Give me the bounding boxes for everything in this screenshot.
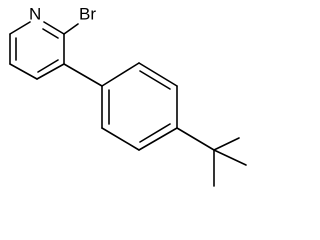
bond-p5-p6 [101, 127, 140, 151]
bond-pyridine-phenyl [63, 63, 103, 87]
double-bond-p2-p3-inner [139, 70, 171, 90]
biaryl-bond [63, 63, 103, 87]
bond-c6-c5 [9, 63, 38, 80]
bond-methyl-right [213, 149, 247, 166]
pyridine-ring [9, 21, 65, 80]
bromine-substituent [63, 23, 79, 35]
bond-c3-br [63, 23, 79, 35]
double-bond-c3-c2-inner [42, 28, 59, 39]
bond-p1-p2 [101, 62, 140, 87]
bond-p4-p5 [138, 127, 178, 151]
bond-c2-n [9, 21, 31, 35]
bond-c5-c4 [36, 63, 65, 80]
double-bond-p4-p5-inner [139, 123, 171, 143]
chemical-structure-diagram: N Br [9, 4, 247, 187]
phenyl-ring [101, 62, 178, 151]
bond-p2-p3 [138, 62, 178, 87]
bond-phenyl-quaternary-carbon [176, 127, 215, 151]
bond-methyl-top [213, 137, 240, 151]
double-bond-c5-c4-inner [37, 59, 59, 73]
bond-c3-c2 [43, 21, 65, 35]
nitrogen-atom-label: N [29, 4, 41, 23]
bromine-atom-label: Br [79, 4, 96, 23]
tert-butyl-group [176, 127, 247, 187]
